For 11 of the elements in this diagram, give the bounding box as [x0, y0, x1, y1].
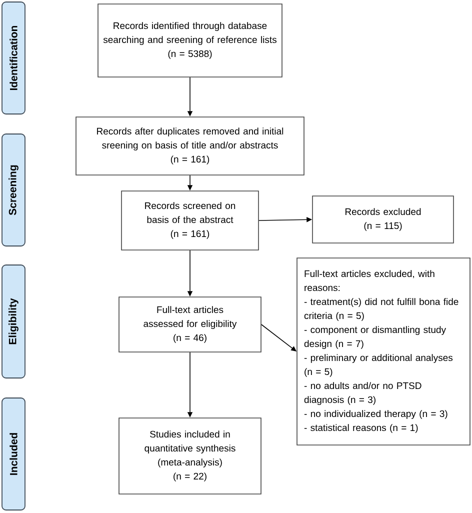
process-box: Records identified through database searching and sreening of reference lists (n = 5388): [98, 4, 282, 78]
process-box: Records after duplicates removed and initial sreening on basis of title and/or abstracts (n = 161): [76, 116, 304, 176]
stage-label: Included: [2, 398, 26, 510]
stage-label: Eligibility: [2, 264, 26, 378]
process-box: Studies included in quantitative synthesis (meta-analysis) (n = 22): [118, 418, 262, 494]
stage-label: Identification: [2, 2, 26, 114]
exclusion-box: Full-text articles excluded, with reasons: - treatment(s) did not fulfill bona fide criteria (n = 5) - component or dismantling study design (n = 7) - preliminary or additional analyses (n = 5) - no adults and/or no PTSD diagnosis (n = 3) - no individualized therapy (n = 3) - statistical reasons (n = 1): [296, 258, 470, 446]
process-box: Full-text articles assessed for eligibility (n = 46): [118, 296, 262, 352]
process-box: Records excluded (n = 115): [312, 196, 454, 244]
stage-label: Screening: [2, 134, 26, 246]
process-box: Records screened on basis of the abstract (n = 161): [121, 190, 259, 250]
